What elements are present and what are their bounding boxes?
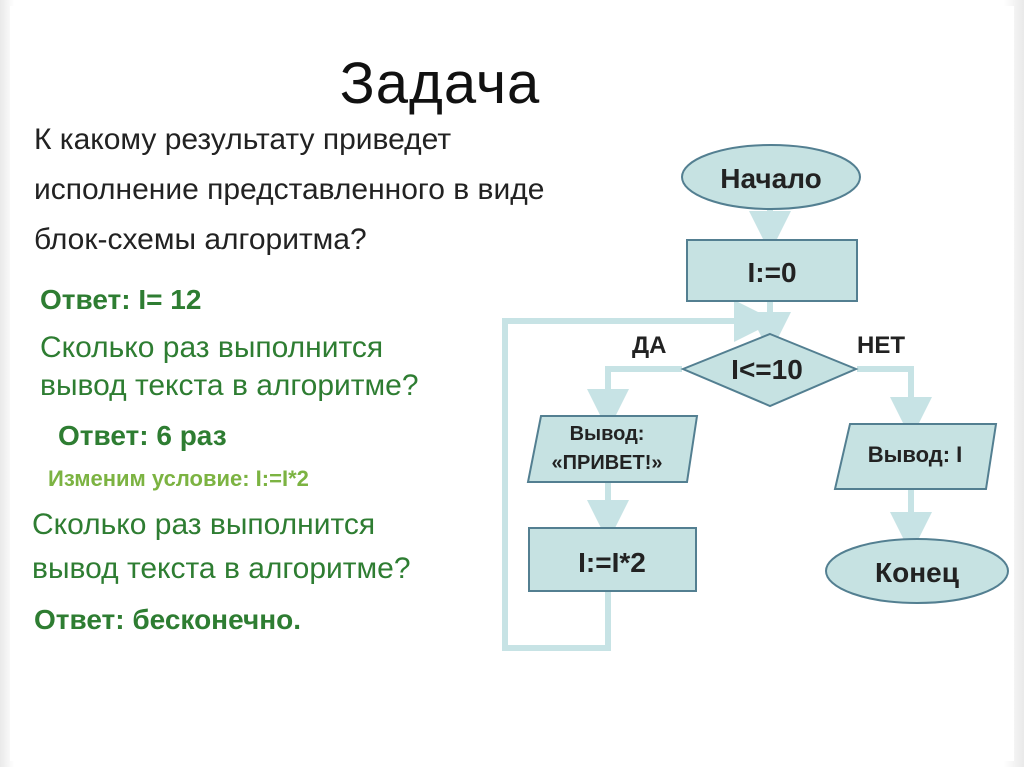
- connector-condition-yes: [587, 366, 682, 431]
- output-result-label: Вывод: I: [868, 442, 963, 467]
- answer-1: Ответ: I= 12: [40, 284, 202, 315]
- question-3: Сколько раз выполнится вывод текста в ал…: [32, 503, 411, 591]
- output-result-io: [833, 423, 998, 490]
- question-2-line-1: Сколько раз выполнится: [40, 331, 384, 364]
- end-terminal: [825, 538, 1009, 604]
- output-hello-io: [526, 415, 699, 483]
- flowchart-connectors: [502, 206, 932, 651]
- connector-condition-no: [857, 366, 932, 439]
- slide: [10, 6, 1014, 761]
- output-hello-line-2: «ПРИВЕТ!»: [552, 452, 663, 474]
- init-label: I:=0: [747, 257, 796, 288]
- question-1-line-2: исполнение представленного в виде: [34, 173, 545, 206]
- condition-label: I<=10: [731, 354, 803, 385]
- condition-decision: [680, 332, 859, 408]
- end-label: Конец: [875, 557, 959, 588]
- connector-loop-back: [502, 300, 776, 651]
- question-1-line-3: блок-схемы алгоритма?: [34, 223, 367, 256]
- change-condition-note: Изменим условие: I:=I*2: [48, 466, 309, 491]
- question-1: К какому результату приведет исполнение …: [34, 115, 544, 265]
- question-2: Сколько раз выполнится вывод текста в ал…: [40, 329, 419, 405]
- yes-label: ДА: [632, 332, 666, 359]
- question-3-line-1: Сколько раз выполнится: [32, 508, 376, 541]
- question-3-line-2: вывод текста в алгоритме?: [32, 552, 411, 585]
- question-2-line-2: вывод текста в алгоритме?: [40, 369, 419, 402]
- slide-title: Задача: [339, 51, 541, 116]
- increment-label: I:=I*2: [578, 547, 646, 578]
- output-hello-line-1: Вывод:: [570, 423, 645, 445]
- question-1-line-1: К какому результату приведет: [34, 123, 452, 156]
- no-label: НЕТ: [857, 332, 905, 359]
- start-label: Начало: [720, 163, 821, 194]
- increment-process: [528, 527, 697, 592]
- answer-3: Ответ: бесконечно.: [34, 604, 302, 635]
- answer-2: Ответ: 6 раз: [58, 420, 227, 451]
- start-terminal: [681, 144, 861, 210]
- init-process: [686, 239, 858, 302]
